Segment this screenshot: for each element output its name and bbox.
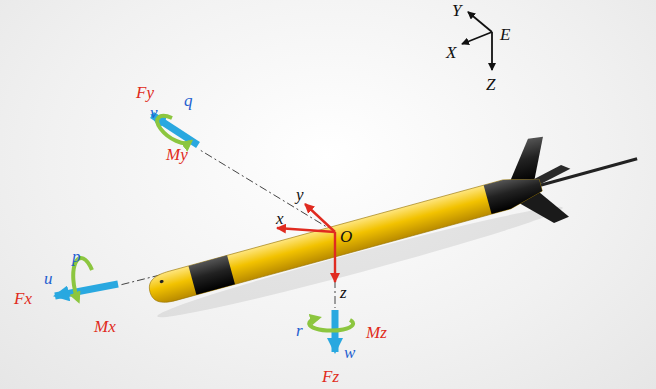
origin-label: O <box>340 228 352 246</box>
rate-label: p <box>72 248 81 266</box>
axis-label: Y <box>452 2 461 20</box>
force-label: Fy <box>136 84 154 102</box>
axis-label: X <box>446 44 456 62</box>
axis-label: z <box>340 284 347 302</box>
moment-label: Mz <box>366 324 387 342</box>
axis-label: y <box>296 186 304 204</box>
force-label: Fx <box>14 290 32 308</box>
axis-label: Z <box>486 76 495 94</box>
rate-label: q <box>184 92 193 110</box>
velocity-label: w <box>344 344 355 362</box>
origin-label: E <box>500 26 510 44</box>
moment-label: Mx <box>94 318 116 336</box>
velocity-label: v <box>150 104 158 122</box>
velocity-label: u <box>44 270 53 288</box>
force-label: Fz <box>322 368 339 386</box>
rate-label: r <box>296 322 303 340</box>
moment-label: My <box>166 146 188 164</box>
axis-label: x <box>276 210 284 228</box>
